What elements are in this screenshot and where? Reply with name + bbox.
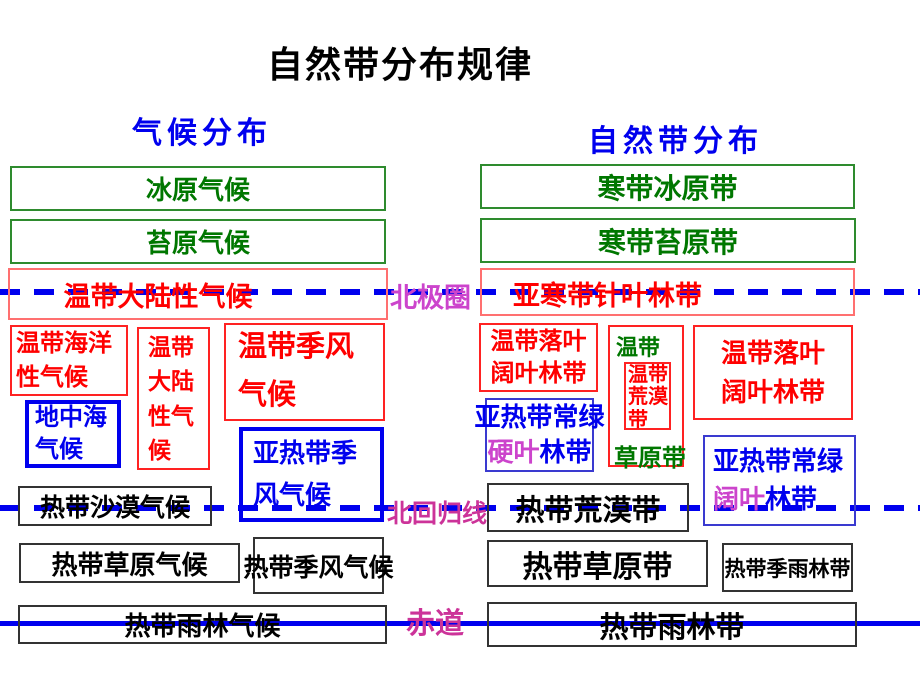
belt-box-tropical-rainforest: 热带雨林带 — [487, 602, 857, 647]
climate-label-temperate-oceanic-line1: 温带海洋 — [16, 329, 112, 357]
climate-box-temperate-continental: 温带大陆性气候 — [8, 268, 388, 320]
belt-label-tde-line2: 阔叶林带 — [720, 376, 825, 407]
belt-label-tde-line1: 温带落叶 — [720, 337, 825, 368]
climate-label-mediterranean-line1: 地中海 — [35, 403, 107, 431]
belt-label-tundra: 寒带苔原带 — [597, 226, 738, 258]
climate-label-subtropical-monsoon-line1: 亚热带季 — [253, 437, 358, 468]
belt-label-broadleaf-leaf: 阔叶 — [713, 483, 766, 514]
belt-label-tropical-rainforest: 热带雨林带 — [599, 611, 745, 644]
belt-box-tundra: 寒带苔原带 — [480, 218, 856, 263]
belt-box-subtropical-evergreen-broadleaf: 亚热带常绿 阔叶林带 — [703, 435, 856, 526]
climate-label-temperate-monsoon-line2: 气候 — [238, 379, 297, 411]
climate-label-tct-line1: 温带 — [148, 333, 194, 360]
belt-label-temperate-steppe-top: 温带 — [616, 335, 661, 360]
column-header-climate: 气候分布 — [132, 117, 272, 150]
page-title: 自然带分布规律 — [266, 44, 533, 85]
climate-label-tct-line3: 性气 — [148, 402, 194, 429]
belt-label-td-line3: 带 — [628, 408, 648, 431]
belt-label-ice: 寒带冰原带 — [597, 172, 738, 204]
climate-box-tundra: 苔原气候 — [10, 219, 386, 264]
climate-label-ice: 冰原气候 — [145, 175, 250, 205]
belt-label-taiga: 亚寒带针叶林带 — [513, 281, 702, 311]
column-header-belts: 自然带分布 — [588, 125, 763, 158]
climate-label-mediterranean-line2: 气候 — [35, 436, 83, 463]
climate-box-tropical-desert: 热带沙漠气候 — [18, 486, 212, 526]
climate-box-ice: 冰原气候 — [10, 166, 386, 211]
belt-box-ice: 寒带冰原带 — [480, 164, 855, 209]
belt-box-taiga: 亚寒带针叶林带 — [480, 268, 855, 316]
tropic-of-cancer-line — [0, 505, 920, 511]
belt-box-temperate-steppe: 温带 温带 荒漠 带 草原带 — [608, 325, 686, 472]
belt-label-sclerophyll-line1: 亚热带常绿 — [474, 401, 605, 432]
belt-box-tropical-desert: 热带荒漠带 — [487, 483, 689, 532]
climate-label-temperate-continental: 温带大陆性气候 — [63, 281, 253, 312]
climate-box-temperate-monsoon: 温带季风 气候 — [224, 323, 385, 421]
belt-box-temperate-desert: 温带 荒漠 带 — [624, 362, 671, 431]
arctic-circle-line — [0, 289, 920, 295]
climate-label-tundra: 苔原气候 — [145, 228, 250, 258]
tropic-of-cancer-label: 北回归线 — [387, 500, 488, 528]
belt-label-tropical-monsoon-forest: 热带季雨林带 — [724, 557, 851, 581]
belt-box-tropical-savanna: 热带草原带 — [487, 540, 708, 587]
belt-box-temperate-deciduous-east: 温带落叶 阔叶林带 — [693, 325, 853, 420]
belt-label-td-line2: 荒漠 — [628, 386, 668, 409]
climate-label-tct-line2: 大陆 — [148, 368, 194, 394]
belt-label-temperate-steppe-bottom: 草原带 — [614, 445, 686, 472]
climate-box-tropical-monsoon: 热带季风气候 — [244, 537, 394, 594]
equator-line — [0, 621, 920, 626]
belt-label-tdw-line2: 阔叶林带 — [490, 359, 587, 387]
climate-label-tropical-rainforest: 热带雨林气候 — [124, 611, 281, 641]
climate-box-tropical-savanna: 热带草原气候 — [19, 543, 240, 583]
climate-label-tct-line4: 候 — [148, 437, 171, 463]
belt-label-sclerophyll-leaf: 硬叶 — [487, 437, 540, 467]
climate-label-tropical-savanna: 热带草原气候 — [51, 549, 208, 580]
belt-label-td-line1: 温带 — [628, 364, 668, 386]
belt-label-tdw-line1: 温带落叶 — [490, 328, 587, 356]
climate-label-tropical-monsoon: 热带季风气候 — [243, 553, 394, 582]
climate-label-temperate-monsoon-line1: 温带季风 — [238, 331, 355, 364]
belt-label-broadleaf-rest: 林带 — [765, 483, 818, 514]
belt-box-tropical-monsoon-forest: 热带季雨林带 — [722, 543, 853, 592]
belt-label-sclerophyll-rest: 林带 — [539, 437, 592, 467]
climate-box-temperate-oceanic: 温带海洋 性气候 — [10, 325, 128, 396]
climate-box-mediterranean: 地中海 气候 — [25, 400, 121, 468]
belt-box-subtropical-sclerophyll: 亚热带常绿 硬叶林带 — [475, 398, 605, 472]
climate-box-subtropical-monsoon: 亚热带季 风气候 — [239, 427, 384, 522]
climate-label-subtropical-monsoon-line2: 风气候 — [253, 479, 332, 510]
belt-box-temperate-deciduous-west: 温带落叶 阔叶林带 — [479, 323, 598, 392]
belt-label-broadleaf-line1: 亚热带常绿 — [713, 445, 844, 476]
climate-label-temperate-oceanic-line2: 性气候 — [16, 363, 88, 391]
arctic-circle-label: 北极圈 — [390, 283, 471, 313]
climate-label-tropical-desert: 热带沙漠气候 — [39, 494, 190, 522]
belt-label-tropical-desert: 热带荒漠带 — [515, 494, 661, 527]
belt-label-tropical-savanna: 热带草原带 — [522, 550, 673, 584]
climate-box-tropical-rainforest: 热带雨林气候 — [18, 605, 387, 644]
equator-label: 赤道 — [406, 608, 465, 640]
climate-box-temperate-continental-vertical: 温带 大陆 性气 候 — [137, 327, 210, 470]
